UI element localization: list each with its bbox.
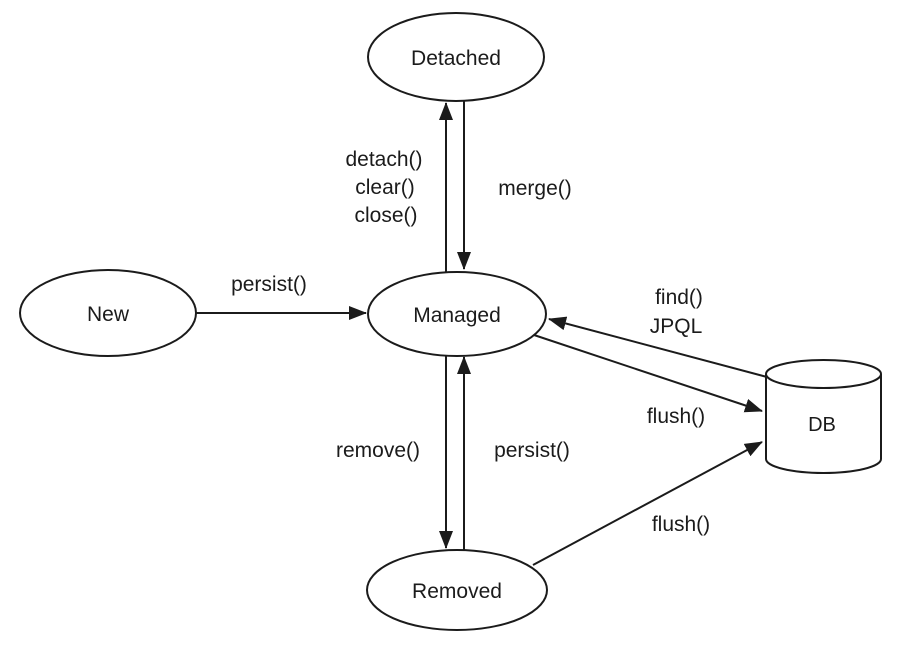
state-ellipse-detached xyxy=(367,12,545,102)
state-label-detached: Detached xyxy=(411,47,501,70)
edge-label-flush-managed: flush() xyxy=(647,405,705,428)
db-cylinder-body xyxy=(765,374,882,474)
edge-label-clear: clear() xyxy=(355,176,415,199)
state-label-removed: Removed xyxy=(412,580,502,603)
state-ellipse-new xyxy=(19,269,197,357)
state-ellipse-removed xyxy=(366,549,548,631)
state-node-managed: Managed xyxy=(367,271,547,357)
state-ellipse-managed xyxy=(367,271,547,357)
edge-removed-to-db xyxy=(532,441,763,566)
edge-label-jpql: JPQL xyxy=(650,315,703,338)
state-label-new: New xyxy=(87,303,130,326)
edge-label-merge: merge() xyxy=(498,177,572,200)
edge-label-remove: remove() xyxy=(336,439,420,462)
edge-label-close: close() xyxy=(354,204,417,227)
db-cylinder-top xyxy=(765,359,882,389)
state-label-managed: Managed xyxy=(413,304,501,327)
db-node: DB xyxy=(765,359,882,474)
state-node-detached: Detached xyxy=(367,12,545,102)
edge-label-detach: detach() xyxy=(345,148,422,171)
db-label: DB xyxy=(808,414,836,436)
edge-label-flush-removed: flush() xyxy=(652,513,710,536)
edge-label-find: find() xyxy=(655,286,703,309)
edge-db-to-managed xyxy=(548,316,768,378)
edge-label-persist-removed: persist() xyxy=(494,439,570,462)
edge-managed-to-db xyxy=(533,334,763,413)
edge-label-persist-new: persist() xyxy=(231,273,307,296)
state-node-removed: Removed xyxy=(366,549,548,631)
state-node-new: New xyxy=(19,269,197,357)
